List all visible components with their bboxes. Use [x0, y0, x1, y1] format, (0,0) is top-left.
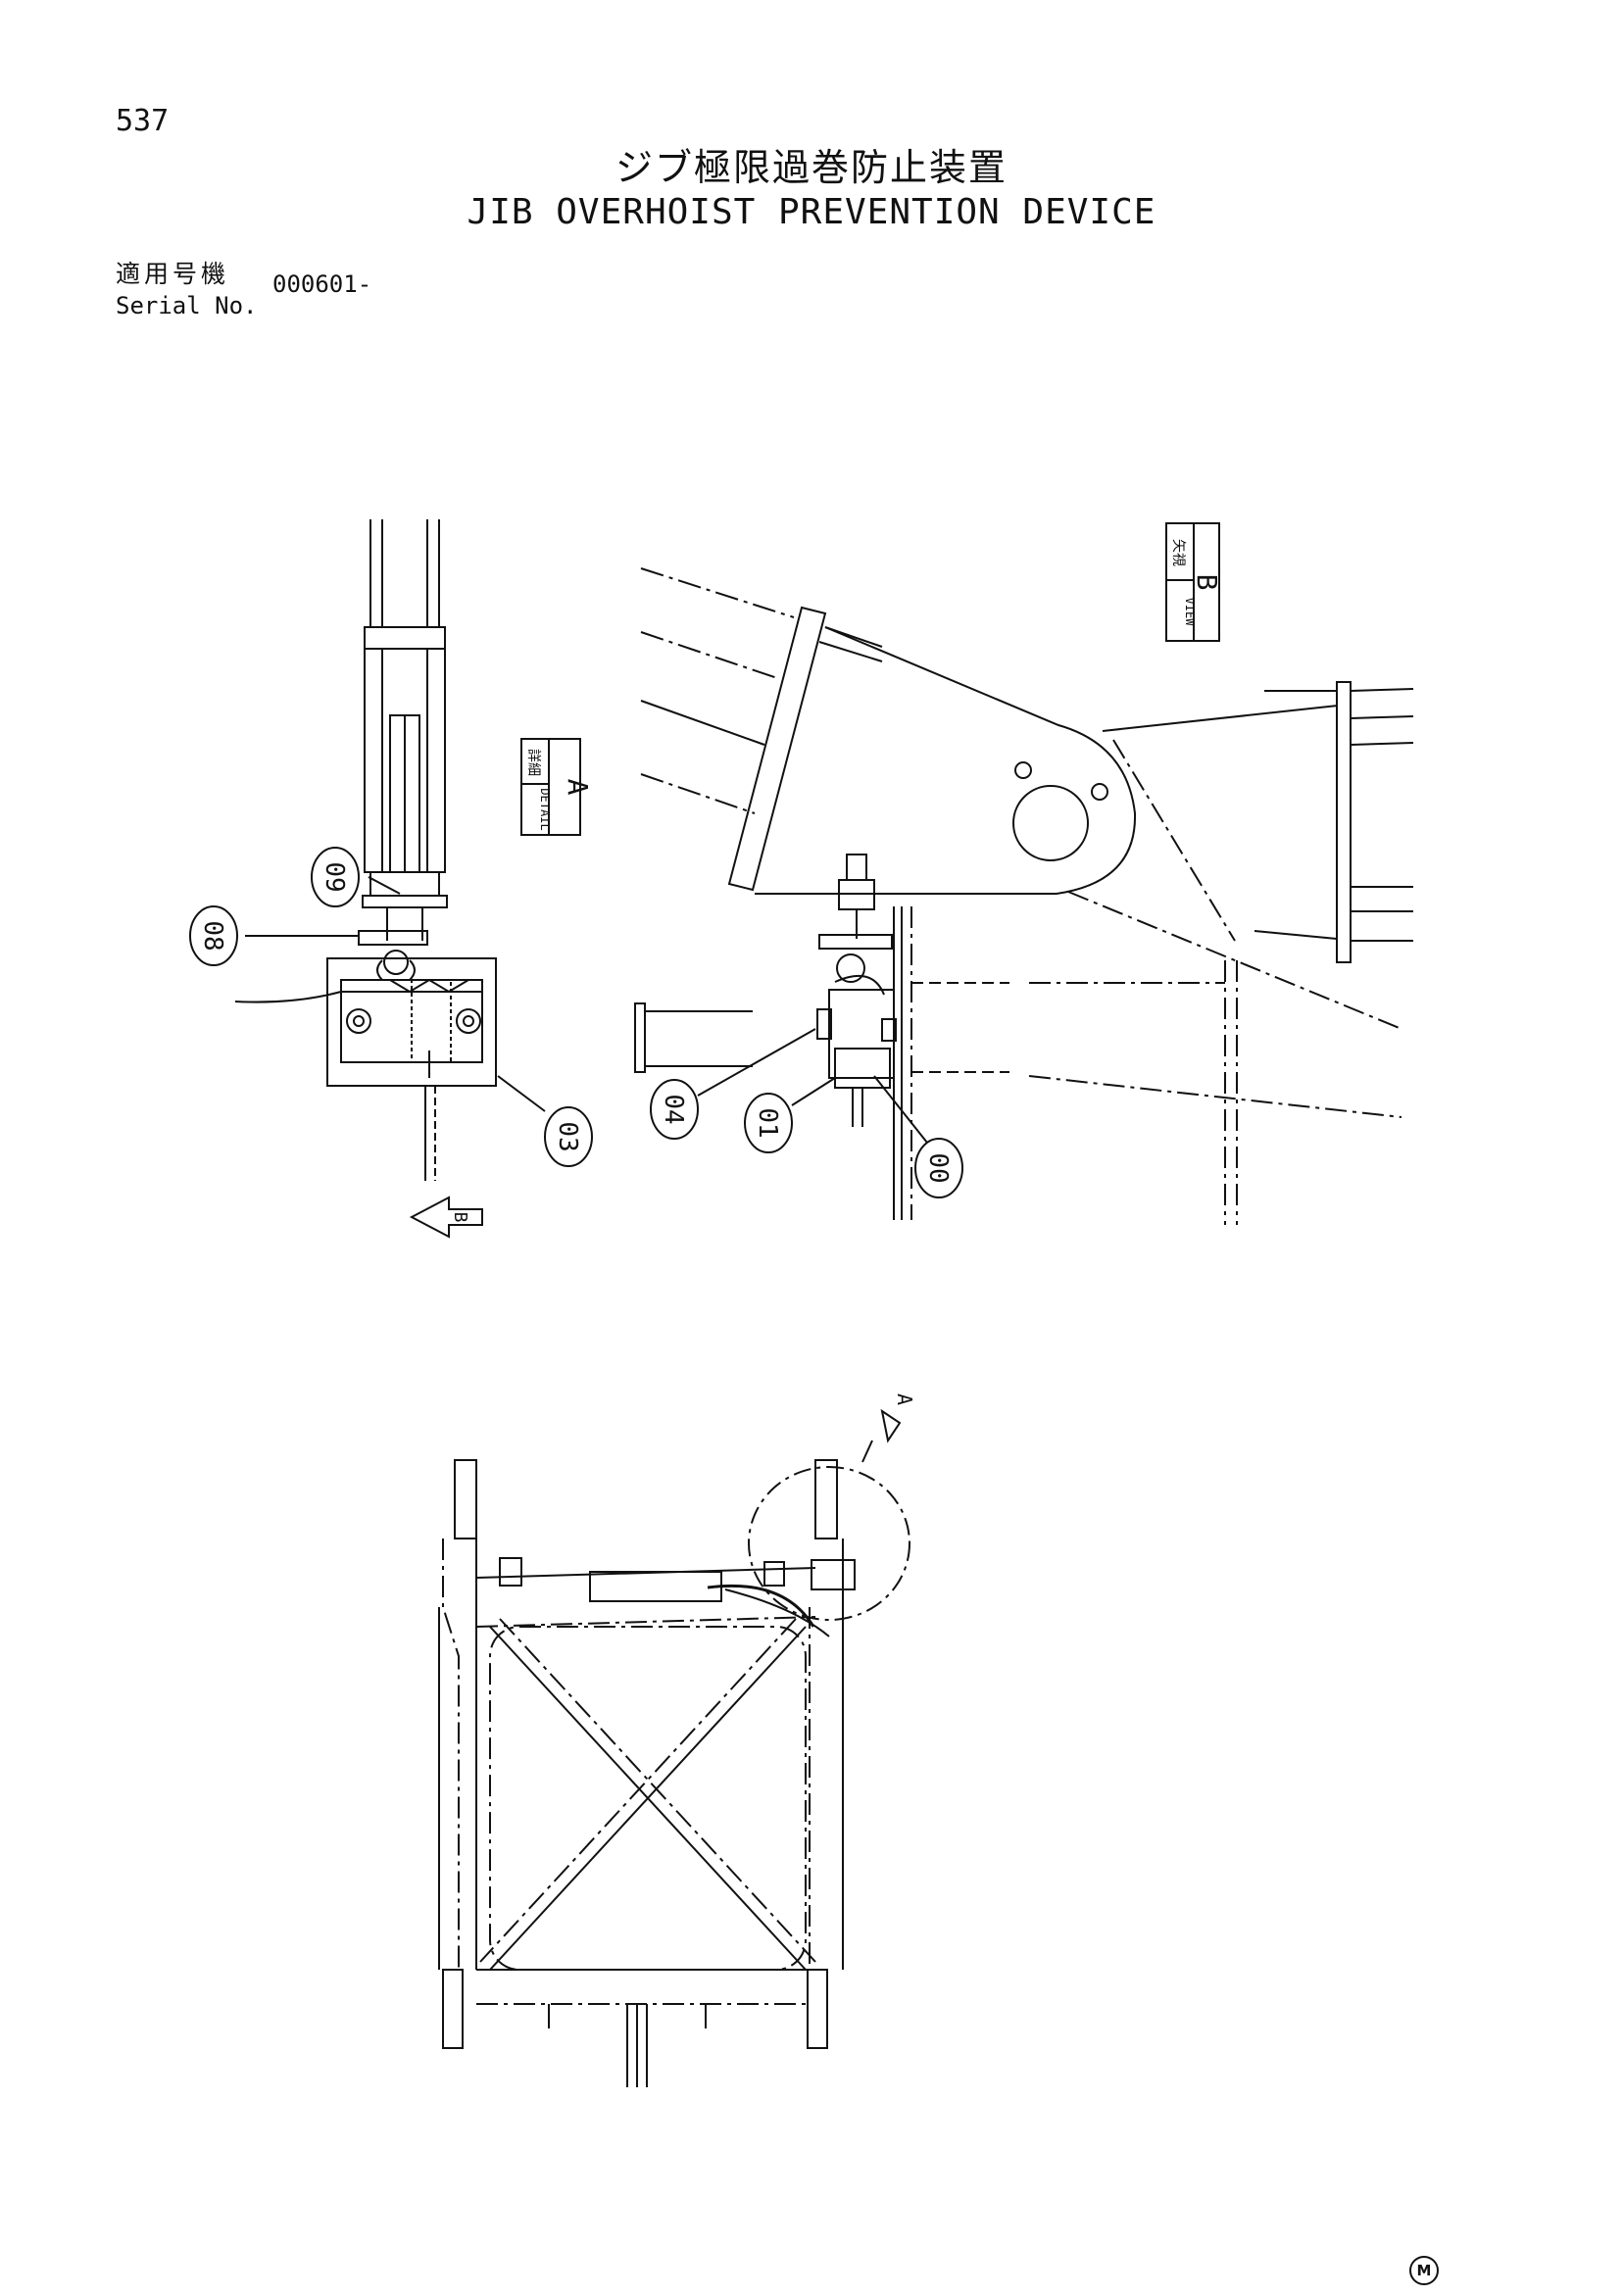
callout-circle-00 [914, 1138, 963, 1198]
page-number: 537 [116, 104, 170, 138]
view-b-label-ja: 矢視 [1170, 539, 1186, 566]
serial-number-value: 000601- [272, 270, 372, 298]
view-b-label-en: VIEW [1183, 598, 1197, 627]
callout-circle-08 [189, 905, 238, 966]
arrow-b-letter: B [450, 1212, 470, 1223]
callout-circle-03 [544, 1106, 593, 1167]
serial-label-english: Serial No. [116, 292, 258, 319]
callout-09: 09 [320, 861, 349, 892]
leader-09 [368, 876, 401, 895]
detail-a-label-ja: 詳細 [525, 749, 541, 776]
view-b-assembly [634, 567, 1414, 1225]
title-english: JIB OVERHOIST PREVENTION DEVICE [467, 192, 1156, 232]
leader-01 [791, 1077, 836, 1106]
jib-overall-view [438, 1408, 910, 2087]
callout-03: 03 [553, 1121, 582, 1151]
callout-01: 01 [753, 1107, 782, 1138]
detail-a-assembly [234, 519, 497, 1239]
callout-circle-01 [744, 1093, 793, 1153]
callout-00: 00 [923, 1152, 953, 1183]
serial-label-japanese: 適用号機 [116, 260, 230, 288]
pointer-a-letter: A [893, 1393, 916, 1405]
view-b-letter: B [1191, 574, 1223, 591]
detail-a-letter: A [562, 779, 594, 796]
callout-circle-04 [650, 1079, 699, 1140]
detail-a-label-en: DETAIL [538, 788, 552, 830]
callout-circle-09 [311, 847, 360, 907]
registered-mark: M [1409, 2256, 1439, 2285]
leader-03 [497, 1075, 546, 1112]
callout-08: 08 [198, 920, 227, 951]
leader-00 [873, 1075, 928, 1144]
title-japanese: ジブ極限過巻防止装置 [615, 146, 1008, 189]
leader-04 [697, 1028, 816, 1097]
detail-a-label-box [520, 738, 581, 836]
callout-04: 04 [659, 1094, 688, 1124]
